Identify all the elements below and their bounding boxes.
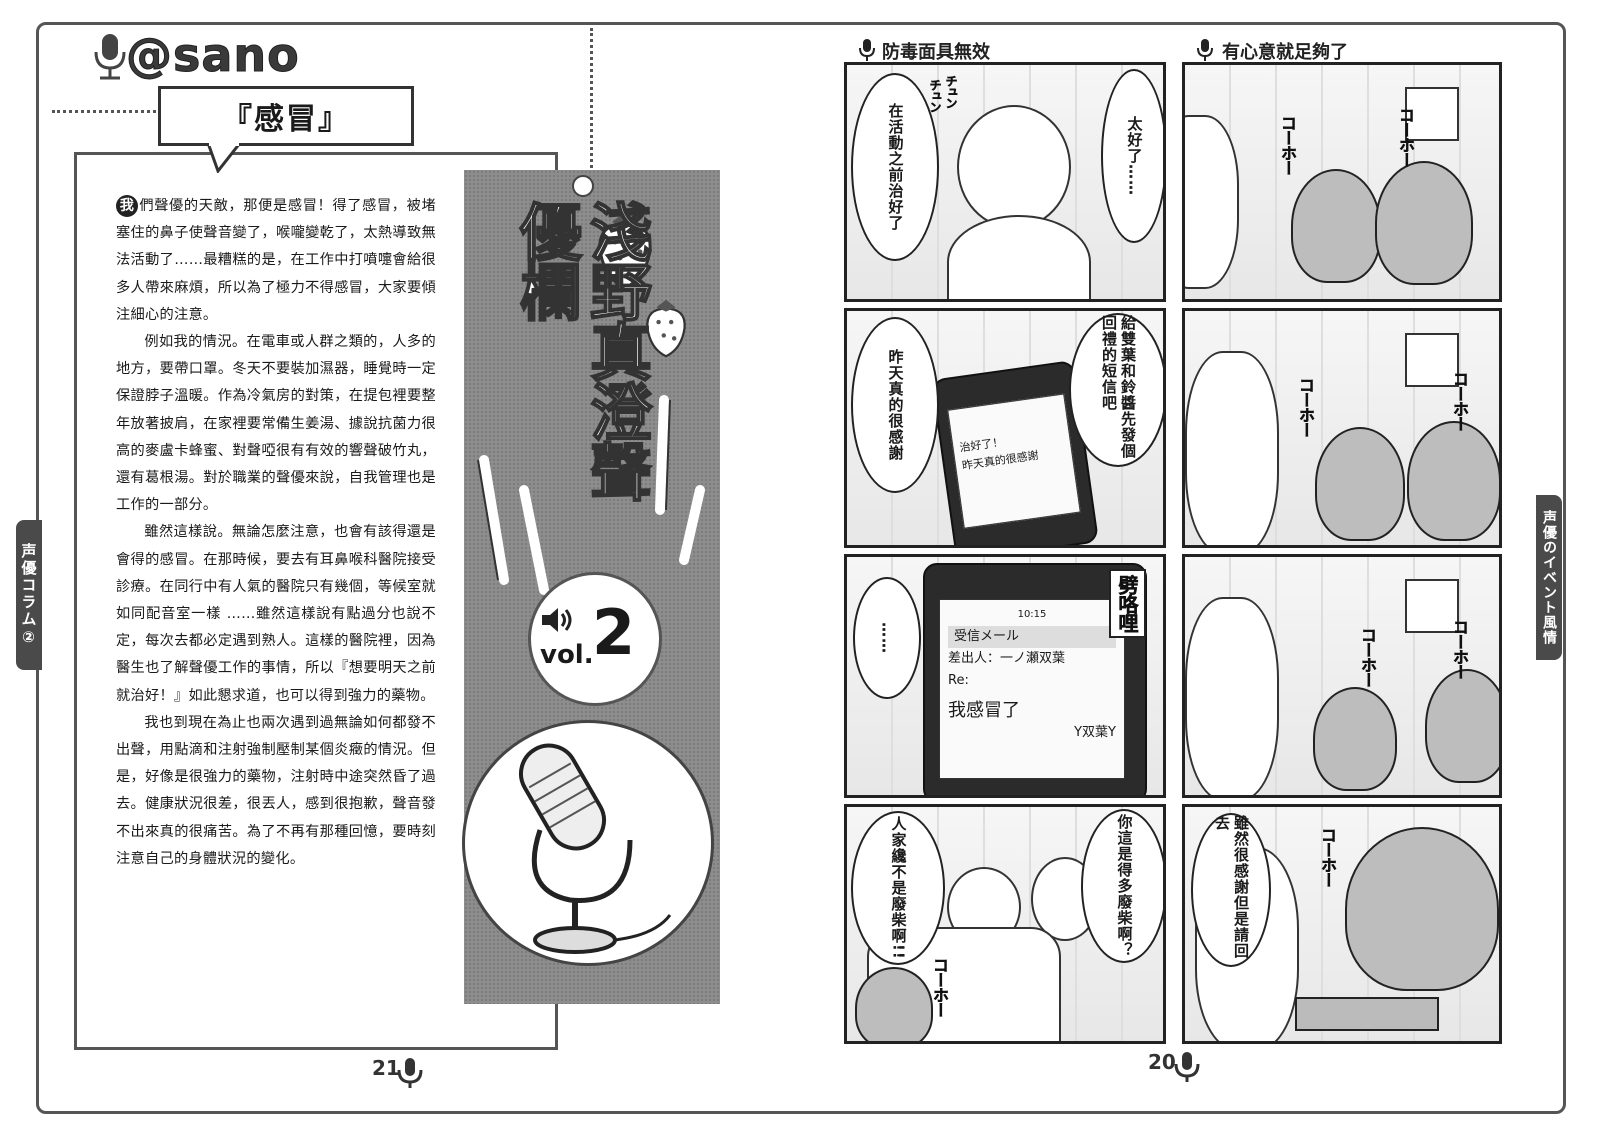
strip1-title: 防毒面具無效 xyxy=(882,42,990,63)
strip2-panel2: コーホー コーホー xyxy=(1182,308,1502,548)
phone-closeup: 10:15 受信メール 差出人：一ノ瀬双葉 Re: 我感冒了 Y双葉Y xyxy=(923,563,1147,795)
page-number-left: 21 xyxy=(372,1056,400,1080)
strip1-panel3: 10:15 受信メール 差出人：一ノ瀬双葉 Re: 我感冒了 Y双葉Y …… 劈… xyxy=(844,554,1166,798)
bubble: 雖然很感謝但是請回去 xyxy=(1191,813,1271,967)
gas-mask-character xyxy=(855,967,933,1041)
gas-mask-character xyxy=(1313,687,1397,791)
girl-side xyxy=(1185,115,1239,289)
microphone-icon xyxy=(94,34,126,80)
strawberry-icon xyxy=(598,212,652,290)
paragraph-2: 例如我的情況。在電車或人群之類的，人多的地方，要帶口罩。冬天不要裝加濕器，睡覺時… xyxy=(116,334,436,514)
page-mic-icon xyxy=(397,1058,423,1088)
phone-header: 受信メール xyxy=(948,626,1116,648)
sfx: 劈咯哩 xyxy=(1109,569,1146,638)
phone-subject: Re: xyxy=(948,673,969,688)
girl-character xyxy=(957,105,1071,229)
spine-divider xyxy=(590,28,593,173)
paragraph-3: 雖然這樣說。無論怎麼注意，也會有該得還是會得的感冒。在那時候，要去有耳鼻喉科醫院… xyxy=(116,524,436,704)
phone-message: 我感冒了 xyxy=(948,700,1020,721)
side-tab-left: 声優コラム② xyxy=(16,520,42,670)
sfx: コーホー xyxy=(1296,377,1316,438)
volume-number: 2 xyxy=(592,596,636,669)
sfx: チュン xyxy=(928,79,943,113)
strip1-panel2: 治好了！ 昨天真的很感謝 昨天真的很感謝 給雙葉和鈴醬先發個回禮的短信吧 xyxy=(844,308,1166,548)
phone-signature: Y双葉Y xyxy=(1074,725,1116,740)
vent-fan xyxy=(1405,333,1459,387)
strip1-panel4: 人家纔不是廢柴啊!! 你這是得多廢柴啊？ コーホー xyxy=(844,804,1166,1044)
strip2-panel4: 雖然很感謝但是請回去 コーホー xyxy=(1182,804,1502,1044)
strip1-mic-icon xyxy=(859,39,875,61)
strip2-panel3: コーホー コーホー xyxy=(1182,554,1502,798)
paragraph-1: 我們聲優的天敵，那便是感冒！得了感冒，被堵塞住的鼻子使聲音變了，喉嚨變乾了，太熱… xyxy=(116,193,436,329)
bookmark-title: 淺野真澄聲優欄 xyxy=(508,199,653,501)
drop-cap: 我 xyxy=(116,195,138,217)
sfx: コーホー xyxy=(1318,827,1338,888)
bubble: 昨天真的很感謝 xyxy=(851,317,939,493)
brand-logo: @sano xyxy=(126,28,300,83)
vent-fan xyxy=(1405,87,1459,141)
vent-fan xyxy=(1405,579,1459,633)
header-dotted-line xyxy=(52,110,174,113)
gas-mask-character xyxy=(1291,169,1381,283)
phone-sender: 差出人：一ノ瀬双葉 xyxy=(948,651,1066,666)
sfx: コーホー xyxy=(930,957,950,1018)
sfx: チュン xyxy=(944,75,959,109)
gas-mask-character xyxy=(1315,427,1405,541)
volume-badge xyxy=(528,572,662,706)
side-tab-right: 声優のイベント風情 xyxy=(1536,495,1562,660)
sfx: コーホー xyxy=(1278,115,1298,176)
bubble: …… xyxy=(853,577,921,699)
page-mic-icon xyxy=(1174,1052,1200,1082)
bubble: 你這是得多廢柴啊？ xyxy=(1081,809,1163,963)
bubble: 給雙葉和鈴醬先發個回禮的短信吧 xyxy=(1069,313,1163,467)
strip2-panel1: コーホー コーホー xyxy=(1182,62,1502,302)
food-tray xyxy=(1295,997,1439,1031)
column-title: 『感冒』 xyxy=(158,86,414,146)
studio-microphone-icon xyxy=(519,743,672,954)
sfx: コーホー xyxy=(1450,619,1470,680)
sfx: コーホー xyxy=(1450,371,1470,432)
volume-label: vol. xyxy=(540,640,594,670)
bubble: 在活動之前治好了 xyxy=(851,73,939,261)
strawberry-small-icon xyxy=(646,299,686,358)
girl-side xyxy=(1185,597,1279,795)
paragraph-4: 我也到現在為止也兩次遇到過無論如何都發不出聲，用點滴和注射強制壓制某個炎癥的情況… xyxy=(116,714,436,867)
speaker-icon xyxy=(542,608,572,632)
title-bubble-tail xyxy=(206,143,242,173)
strip2-mic-icon xyxy=(1197,39,1213,61)
paragraph-1-text: 們聲優的天敵，那便是感冒！得了感冒，被堵塞住的鼻子使聲音變了，喉嚨變乾了，太熱導… xyxy=(116,198,436,323)
bubble: 人家纔不是廢柴啊!! xyxy=(851,811,945,965)
bookmark-hole xyxy=(572,175,594,197)
gas-mask-character xyxy=(1425,669,1499,783)
bookmark-speed-lines xyxy=(477,395,705,595)
article-text: 我們聲優的天敵，那便是感冒！得了感冒，被堵塞住的鼻子使聲音變了，喉嚨變乾了，太熱… xyxy=(116,193,436,873)
bubble: 太好了…… xyxy=(1101,69,1163,243)
gas-mask-character xyxy=(1345,827,1499,991)
girl-side xyxy=(1185,351,1279,545)
strip1-panel1: 在活動之前治好了 太好了…… チュン チュン xyxy=(844,62,1166,302)
strip2-title: 有心意就足夠了 xyxy=(1222,42,1348,63)
gas-mask-character xyxy=(1375,161,1473,285)
phone-time: 10:15 xyxy=(1017,609,1047,620)
gas-mask-character xyxy=(1407,421,1499,541)
sfx: コーホー xyxy=(1396,107,1416,168)
sfx: コーホー xyxy=(1358,627,1378,688)
page-number-right: 20 xyxy=(1148,1050,1176,1074)
